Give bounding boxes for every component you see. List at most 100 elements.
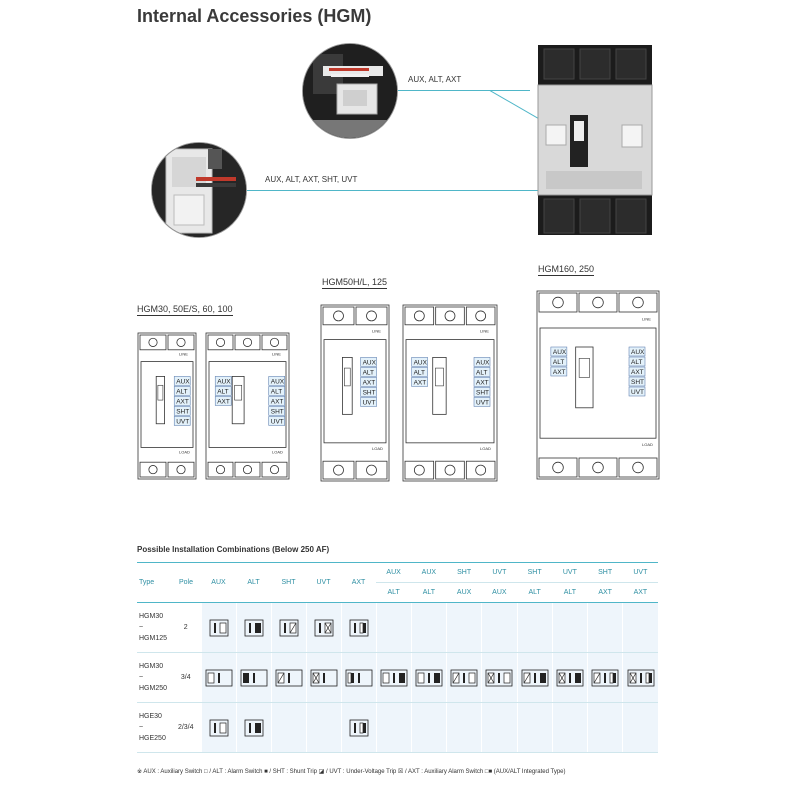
- table-footnote: ※ AUX : Auxiliary Switch □ / ALT : Alarm…: [137, 769, 566, 775]
- line-plate-label: LINE: [179, 352, 188, 357]
- combo-cell: [586, 602, 623, 653]
- header-pair-top-7: SHT: [587, 562, 623, 583]
- accessory-label: AXT: [414, 379, 427, 386]
- type-cell: HGM30~HGM125: [137, 602, 171, 653]
- combo-cell: [551, 702, 588, 753]
- header-pair-bottom-3: AUX: [446, 582, 482, 603]
- pole-cell: 2/3/4: [171, 702, 201, 753]
- accessory-label: AXT: [553, 369, 566, 376]
- pole-cell: 3/4: [171, 652, 201, 703]
- header-single-sht: SHT: [271, 562, 306, 603]
- header-pair-bottom-4: AUX: [481, 582, 517, 603]
- type-type-bottom: HGM125: [139, 635, 168, 642]
- header-single-axt: AXT: [341, 562, 376, 603]
- aux-alt-symbol-icon: [380, 669, 408, 686]
- sht-axt-symbol-icon: [591, 669, 619, 686]
- accessory-label: AUX: [553, 349, 567, 356]
- header-pair-bottom-8: AXT: [622, 582, 658, 603]
- accessory-label: SHT: [363, 389, 376, 396]
- type-cell: HGM30~HGM250: [137, 652, 171, 703]
- accessory-label: SHT: [631, 379, 644, 386]
- accessory-label: AXT: [631, 369, 644, 376]
- axt-symbol-icon: [349, 619, 368, 636]
- header-single-aux: AUX: [201, 562, 236, 603]
- combo-cell: [270, 602, 306, 653]
- line-plate-label: LINE: [372, 328, 381, 333]
- accessory-label: AUX: [476, 359, 490, 366]
- combo-cell: [270, 652, 306, 703]
- drawing-caption-group1: HGM30, 50E/S, 60, 100: [137, 304, 233, 316]
- combo-cell: [586, 702, 623, 753]
- header-pair-top-1: AUX: [376, 562, 412, 583]
- accessory-closeup-photo-1: [302, 43, 398, 139]
- callout-line-1: [398, 90, 530, 91]
- accessory-label: ALT: [176, 388, 187, 395]
- accessory-closeup-image-1: [303, 44, 397, 138]
- combo-cell: [270, 702, 306, 753]
- header-pair-bottom-2: ALT: [411, 582, 447, 603]
- type-type-top: HGM30: [139, 613, 164, 620]
- header-pair-top-3: SHT: [446, 562, 482, 583]
- accessory-label: AXT: [476, 379, 489, 386]
- accessory-label: ALT: [414, 369, 425, 376]
- header-single-uvt: UVT: [306, 562, 341, 603]
- load-plate-label: LOAD: [480, 446, 491, 451]
- sht-symbol-icon: [279, 619, 298, 636]
- alt-symbol-icon: [244, 719, 263, 736]
- header-pair-bottom-6: ALT: [552, 582, 588, 603]
- accessory-label: AUX: [271, 378, 285, 385]
- accessory-label: AXT: [217, 398, 230, 405]
- accessory-label: UVT: [631, 389, 644, 396]
- accessory-label: UVT: [363, 399, 376, 406]
- header-pair-top-6: UVT: [552, 562, 588, 583]
- combo-cell: [340, 702, 376, 753]
- type-cell: HGE30~HGE250: [137, 702, 171, 753]
- combo-cell: [375, 652, 412, 703]
- sht-alt-symbol-icon: [521, 669, 549, 686]
- header-pair-top-2: AUX: [411, 562, 447, 583]
- load-plate-label: LOAD: [372, 446, 383, 451]
- combo-cell: [235, 602, 271, 653]
- combo-cell: [305, 702, 341, 753]
- combo-cell: [445, 702, 482, 753]
- combo-cell: [622, 602, 658, 653]
- type-type-mid: ~: [139, 674, 144, 681]
- combo-cell: [305, 652, 341, 703]
- line-plate-label: LINE: [480, 328, 489, 333]
- accessory-label: AUX: [631, 349, 645, 356]
- header-type: Type: [137, 562, 171, 603]
- accessory-label: AXT: [271, 398, 284, 405]
- uvt-alt-symbol-icon: [556, 669, 584, 686]
- type-type-top: HGE30: [139, 713, 162, 720]
- accessory-closeup-image-2: [152, 143, 246, 237]
- drawing-caption-group2: HGM50H/L, 125: [322, 277, 388, 289]
- accessory-label: SHT: [476, 389, 489, 396]
- combo-cell: [622, 652, 658, 703]
- combo-cell: [481, 652, 517, 703]
- header-single-alt: ALT: [236, 562, 271, 603]
- combo-cell: [445, 602, 482, 653]
- uvt-symbol-icon: [314, 619, 333, 636]
- header-pair-bottom-1: ALT: [376, 582, 412, 603]
- accessory-label: AXT: [363, 379, 376, 386]
- drawing-caption-group3: HGM160, 250: [538, 264, 595, 276]
- accessory-label: AUX: [363, 359, 377, 366]
- axt-symbol-icon: [345, 669, 372, 686]
- combo-cell: [481, 602, 517, 653]
- combo-cell: [340, 652, 376, 703]
- combo-cell: [516, 652, 553, 703]
- header-pair-top-4: UVT: [481, 562, 517, 583]
- combo-cell: [340, 602, 376, 653]
- combo-cell: [516, 602, 553, 653]
- combo-cell: [235, 702, 271, 753]
- accessory-label: ALT: [631, 359, 642, 366]
- axt-symbol-icon: [349, 719, 368, 736]
- pole-cell: 2: [171, 602, 201, 653]
- header-pole: Pole: [171, 562, 201, 603]
